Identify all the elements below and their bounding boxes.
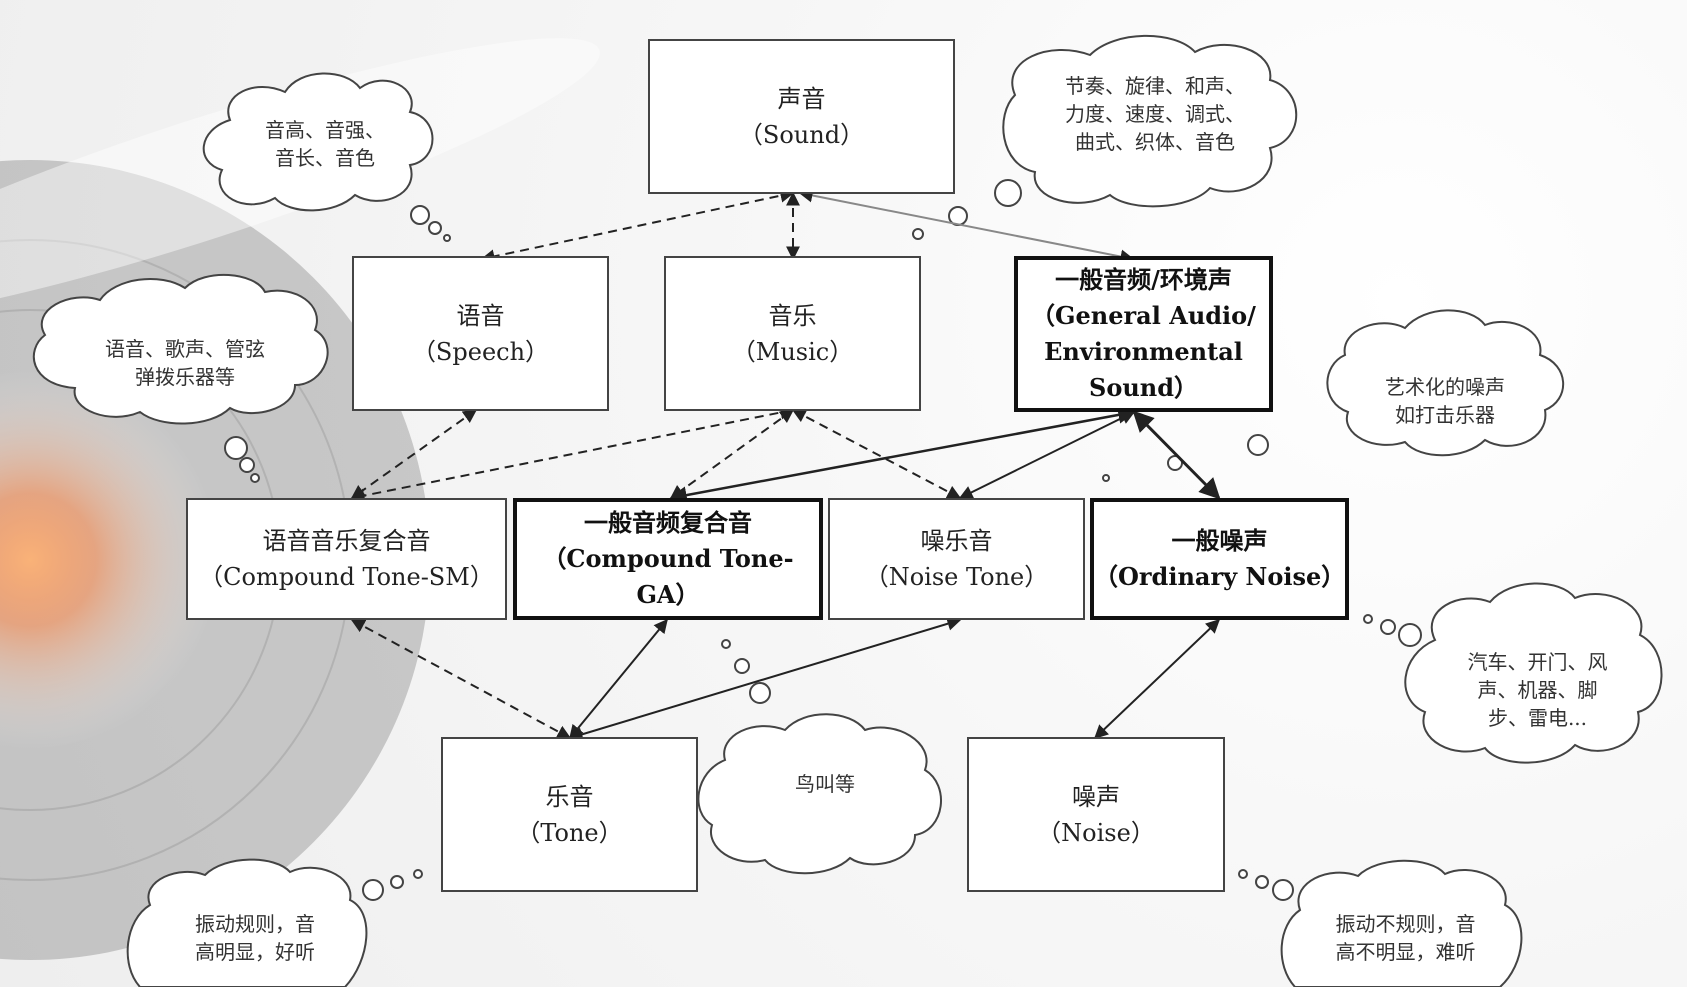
- node-tone-en: （Tone）: [516, 818, 623, 847]
- vinyl-label-glow: [0, 370, 220, 750]
- node-music-en: （Music）: [731, 337, 854, 366]
- bubble-dot: [362, 879, 384, 901]
- bubble-dot: [1380, 619, 1396, 635]
- bubble-dot: [734, 658, 750, 674]
- bubble-dot: [250, 473, 260, 483]
- bubble-dot: [912, 228, 924, 240]
- cloud-artistic-noise: [1326, 309, 1565, 457]
- bubble-dot: [1398, 623, 1422, 647]
- node-tone-cn: 乐音: [545, 782, 594, 811]
- bubble-dot: [1102, 474, 1110, 482]
- node-compound-tone-ga-cn: 一般音频复合音: [584, 508, 752, 537]
- node-compound-tone-sm-en: （Compound Tone-SM）: [199, 563, 494, 591]
- cloud-noise-examples-text: 汽车、开门、风 声、机器、脚 步、雷电...: [1467, 650, 1608, 730]
- node-general-audio-cn: 一般音频/环境声: [1055, 265, 1232, 294]
- cloud-attributes: [202, 72, 434, 212]
- node-sound: 声音 （Sound）: [648, 39, 955, 194]
- cloud-tone-desc-text: 振动规则，音 高明显，好听: [195, 912, 315, 964]
- cloud-noise-desc: [1280, 859, 1523, 987]
- bubble-dot: [410, 205, 430, 225]
- cloud-tone-desc: [126, 858, 368, 987]
- cloud-noise-desc-text: 振动不规则，音 高不明显，难听: [1335, 912, 1476, 964]
- bubble-dot: [390, 875, 404, 889]
- node-noise-cn: 噪声: [1072, 782, 1120, 811]
- node-ordinary-noise-cn: 一般噪声: [1171, 526, 1268, 555]
- node-sound-cn: 声音: [777, 84, 826, 113]
- bubble-dot: [1238, 869, 1248, 879]
- node-speech-cn: 语音: [456, 301, 505, 330]
- arrow-compound-ga-tone: [569, 618, 668, 740]
- node-speech-en: （Speech）: [411, 337, 550, 366]
- node-ordinary-noise: 一般噪声 （Ordinary Noise）: [1090, 498, 1349, 620]
- node-ordinary-noise-en: （Ordinary Noise）: [1094, 562, 1346, 591]
- node-general-audio: 一般音频/环境声 （General Audio/ Environmental S…: [1014, 256, 1273, 412]
- node-compound-tone-ga-en: （Compound Tone- GA）: [542, 544, 794, 609]
- cloud-artistic-noise-text: 艺术化的噪声 如打击乐器: [1385, 375, 1505, 427]
- cloud-speech-examples-text: 语音、歌声、管弦 弹拨乐器等: [105, 337, 265, 389]
- node-compound-tone-ga: 一般音频复合音 （Compound Tone- GA）: [513, 498, 823, 620]
- node-compound-tone-sm-cn: 语音音乐复合音: [262, 527, 431, 555]
- bubble-dot: [1247, 434, 1269, 456]
- bubble-dot: [443, 234, 451, 242]
- arrow-music-compound-ga: [669, 409, 795, 499]
- cloud-bird-text: 鸟叫等: [795, 772, 855, 796]
- arrow-general-compound-ga: [669, 406, 1136, 504]
- bubble-dot: [994, 179, 1022, 207]
- bubble-dot: [224, 436, 248, 460]
- bubble-dot: [1255, 875, 1269, 889]
- node-speech: 语音 （Speech）: [352, 256, 609, 411]
- bubble-dot: [749, 682, 771, 704]
- node-sound-en: （Sound）: [738, 120, 865, 149]
- arrow-music-compound-sm: [350, 405, 795, 503]
- bubble-dot: [1272, 879, 1294, 901]
- bubble-dot: [428, 221, 442, 235]
- arrow-music-noise-tone: [791, 409, 962, 499]
- cloud-speech-examples: [32, 273, 329, 425]
- arrow-sound-general: [798, 188, 1135, 264]
- node-tone: 乐音 （Tone）: [441, 737, 698, 892]
- node-music-cn: 音乐: [768, 301, 817, 330]
- node-noise-tone-cn: 噪乐音: [920, 527, 993, 555]
- cloud-music-elements-text: 节奏、旋律、和声、 力度、速度、调式、 曲式、织体、音色: [1065, 74, 1245, 154]
- arrow-speech-compound-sm: [350, 409, 478, 499]
- node-compound-tone-sm: 语音音乐复合音 （Compound Tone-SM）: [186, 498, 507, 620]
- arrow-general-noise-tone: [958, 411, 1136, 499]
- node-general-audio-en: （General Audio/ Environmental Sound）: [1031, 301, 1256, 402]
- arrow-ordinary-noise: [1093, 619, 1221, 739]
- arrow-general-ordinary: [1132, 410, 1221, 500]
- node-noise-tone: 噪乐音 （Noise Tone）: [828, 498, 1085, 620]
- bubble-dot: [239, 457, 255, 473]
- bubble-dot: [721, 639, 731, 649]
- node-noise-tone-en: （Noise Tone）: [864, 563, 1049, 591]
- bubble-dot: [413, 869, 423, 879]
- arrow-sound-speech: [480, 188, 795, 264]
- node-noise: 噪声 （Noise）: [967, 737, 1225, 892]
- node-music: 音乐 （Music）: [664, 256, 921, 411]
- bubble-dot: [1363, 614, 1373, 624]
- arrow-compound-sm-tone: [350, 619, 572, 739]
- arrow-noise-tone-tone: [568, 616, 962, 742]
- cloud-attributes-text: 音高、音强、 音长、音色: [265, 118, 385, 170]
- cloud-noise-examples: [1404, 582, 1663, 764]
- node-noise-en: （Noise）: [1037, 818, 1155, 847]
